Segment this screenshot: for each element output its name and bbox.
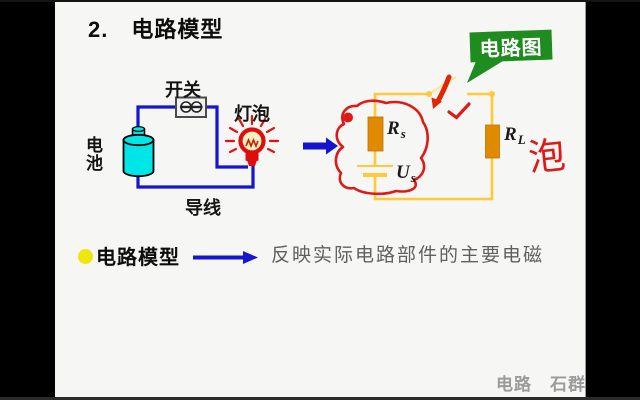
source-voltage-label: Us bbox=[396, 162, 416, 186]
top-edge-line bbox=[0, 0, 640, 2]
rs-base: R bbox=[387, 118, 400, 139]
node-dot bbox=[489, 91, 495, 97]
switch-label: 开关 bbox=[165, 80, 201, 100]
schematic-switch-arm bbox=[428, 75, 457, 96]
circuit-diagram-callout: 电路图 bbox=[469, 29, 553, 63]
source-resistor-symbol bbox=[367, 116, 384, 152]
bottom-edge-line bbox=[0, 397, 640, 400]
watermark: 电路 石群 bbox=[496, 375, 586, 394]
handdrawn-dot-annotation bbox=[343, 112, 353, 123]
handdrawn-arrowhead bbox=[431, 97, 442, 109]
load-resistor-label: RL bbox=[504, 124, 526, 148]
bullet-icon bbox=[78, 249, 93, 264]
battery-icon bbox=[122, 125, 155, 178]
source-resistor-label: Rs bbox=[387, 118, 406, 142]
switch-icon bbox=[175, 96, 207, 118]
rs-sub: s bbox=[400, 126, 406, 141]
node-dot bbox=[426, 91, 432, 97]
left-black-bar bbox=[0, 0, 55, 400]
handwritten-pao-note: 泡 bbox=[526, 134, 568, 179]
callout-tail bbox=[467, 59, 503, 83]
term-label: 电路模型 bbox=[96, 247, 180, 269]
handdrawn-checkmark bbox=[447, 102, 471, 120]
rl-sub: L bbox=[517, 132, 526, 147]
definition-arrow-icon bbox=[193, 251, 258, 264]
wire-bottom-segment bbox=[136, 164, 255, 189]
bulb-label: 灯泡 bbox=[234, 104, 270, 124]
handdrawn-switch-stroke bbox=[435, 74, 452, 104]
transition-arrow-icon bbox=[303, 137, 338, 155]
load-resistor-symbol bbox=[485, 124, 500, 159]
bulb-icon bbox=[224, 114, 280, 166]
us-base: U bbox=[396, 162, 410, 183]
right-black-bar bbox=[585, 0, 640, 400]
handdrawn-loop-annotation bbox=[334, 99, 429, 196]
us-sub: s bbox=[410, 170, 416, 185]
definition-text: 反映实际电路部件的主要电磁 bbox=[271, 245, 545, 266]
rl-base: R bbox=[504, 124, 517, 145]
battery-label: 电池 bbox=[86, 136, 103, 173]
slide-title: 2. 电路模型 bbox=[88, 17, 224, 42]
wire-label: 导线 bbox=[185, 198, 221, 218]
wire-top-segment bbox=[136, 105, 248, 169]
